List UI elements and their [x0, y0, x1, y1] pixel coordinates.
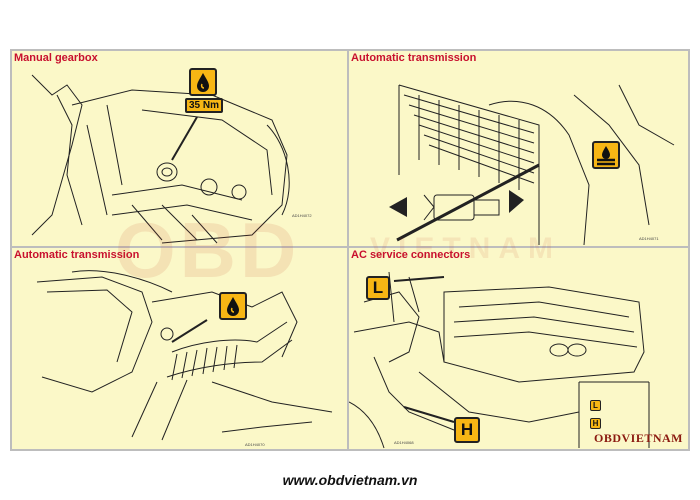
oil-drop-icon — [197, 73, 209, 92]
figure-code: AD1H4070 — [245, 442, 265, 447]
gearbox-illustration — [31, 74, 290, 244]
oil-drop-callout — [189, 68, 217, 96]
panel-manual-gearbox: Manual gearbox 35 Nm AD1H4072 — [12, 51, 347, 246]
panel-title: Automatic transmission — [351, 52, 477, 64]
panel-title: AC service connectors — [351, 249, 471, 261]
oil-level-icon — [597, 146, 615, 166]
inset-high-label: H — [590, 418, 601, 429]
torque-label: 35 Nm — [185, 98, 224, 113]
brand-logo-text: OBDVIETNAM — [594, 431, 684, 445]
oil-drop-icon — [227, 297, 239, 316]
inset-low-label: L — [590, 400, 601, 411]
engine-bay-illustration — [349, 271, 650, 449]
panel-automatic-transmission-top: Automatic transmission AD1H4071 — [349, 51, 688, 246]
transmission-cooler-illustration — [389, 84, 675, 246]
panel-title: Automatic transmission — [14, 249, 140, 261]
high-pressure-connector-label: H — [454, 417, 480, 443]
transmission-fill-illustration — [36, 270, 333, 441]
panel-ac-service-connectors: AC service connectors L H L H AD1H4068 — [349, 248, 688, 449]
oil-drop-callout — [219, 292, 247, 320]
watermark-subtext: VIETNAM — [370, 232, 561, 265]
footer-url[interactable]: www.obdvietnam.vn — [282, 472, 418, 488]
oil-level-callout — [592, 141, 620, 169]
figure-code: AD1H4068 — [394, 440, 414, 445]
watermark-logo: OBD — [115, 206, 301, 294]
figure-code: AD1H4071 — [639, 236, 659, 241]
figure-code: AD1H4072 — [292, 213, 312, 218]
low-pressure-connector-label: L — [366, 276, 390, 300]
panel-title: Manual gearbox — [14, 52, 98, 64]
panel-automatic-transmission-bottom: Automatic transmission AD1H4070 — [12, 248, 347, 449]
